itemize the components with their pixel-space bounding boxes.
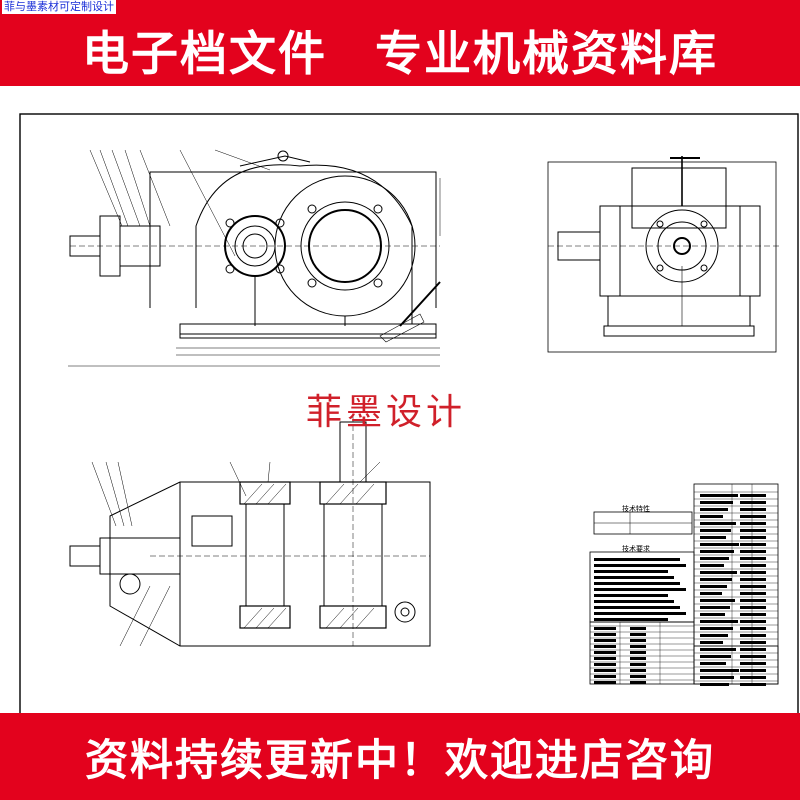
tech-req-caption: 技术要求 [622,545,650,553]
front-view [68,149,441,367]
designer-stamp: 菲墨设计 [306,392,467,433]
drawing-frame [19,113,799,713]
side-view [547,156,780,353]
watermark-text: 菲与墨素材可定制设计 [2,0,116,14]
bottom-banner-text: 资料持续更新中！欢迎进店咨询 [85,735,715,786]
bottom-banner: 资料持续更新中！欢迎进店咨询 [0,713,800,800]
title-block-lines [590,484,778,686]
top-banner: 菲与墨素材可定制设计 电子档文件 专业机械资料库 [0,0,800,86]
engineering-drawing [19,113,799,713]
tech-spec-caption: 技术特性 [622,505,650,513]
banner-title-right: 专业机械资料库 [375,26,718,82]
banner-title: 电子档文件 专业机械资料库 [0,14,800,84]
banner-title-left: 电子档文件 [82,26,327,82]
plan-view [69,416,431,647]
